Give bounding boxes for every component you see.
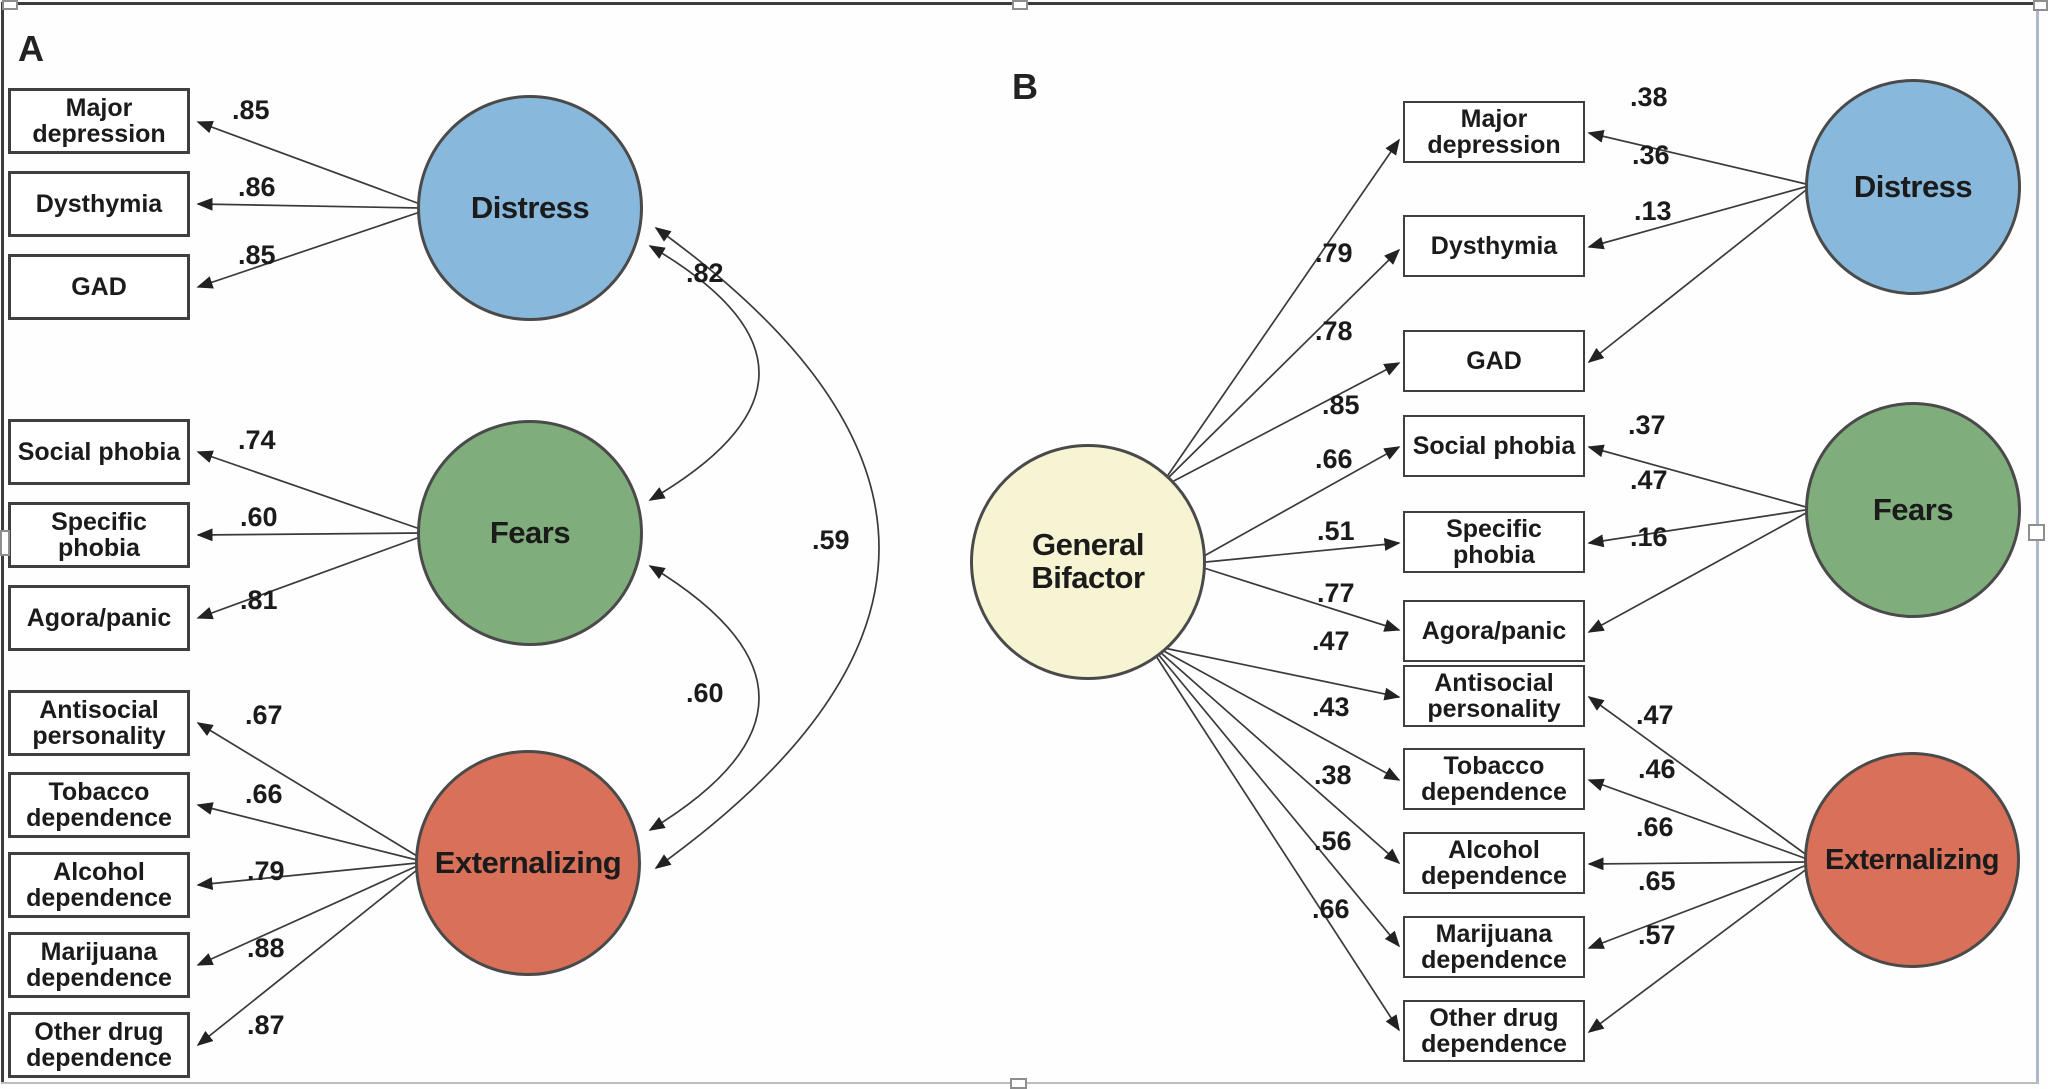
- factor-b-general-bifactor: General Bifactor: [970, 444, 1206, 680]
- factor-b-externalizing: Externalizing: [1804, 752, 2020, 968]
- sloading-specific-phobia: .47: [1630, 465, 1668, 495]
- loading-a-other-drug: .87: [247, 1010, 285, 1040]
- sloading-other-drug: .57: [1638, 920, 1676, 950]
- box-b-agora-panic: Agora/panic: [1403, 600, 1585, 662]
- loading-a-dysthymia: .86: [238, 172, 276, 202]
- sloading-major-depression: .38: [1630, 82, 1668, 112]
- selection-handle-left-middle[interactable]: [0, 530, 10, 556]
- gloading-tobacco: .43: [1312, 692, 1350, 722]
- gloading-social-phobia: .66: [1315, 444, 1353, 474]
- box-a-alcohol-dependence: Alcohol dependence: [8, 852, 190, 918]
- panel-b-specific-arrows: [1587, 130, 1809, 1033]
- box-b-dysthymia: Dysthymia: [1403, 215, 1585, 277]
- box-b-other-drug-dependence: Other drug dependence: [1403, 1000, 1585, 1062]
- panel-b-label: B: [1012, 66, 1038, 107]
- factor-a-fears: Fears: [417, 420, 643, 646]
- loading-a-alcohol: .79: [247, 856, 285, 886]
- gloading-specific-phobia: .51: [1317, 516, 1355, 546]
- box-b-tobacco-dependence: Tobacco dependence: [1403, 748, 1585, 810]
- box-a-antisocial-personality: Antisocial personality: [8, 690, 190, 756]
- correlation-distress-fears: .82: [686, 258, 724, 288]
- box-b-marijuana-dependence: Marijuana dependence: [1403, 916, 1585, 978]
- selection-handle-top-right[interactable]: [2033, 0, 2048, 11]
- gloading-major-depression: .79: [1315, 238, 1353, 268]
- panel-a-correlation-arcs: [648, 227, 880, 869]
- selection-border-right: [2036, 2, 2039, 1084]
- factor-a-externalizing: Externalizing: [415, 750, 641, 976]
- box-a-gad: GAD: [8, 254, 190, 320]
- gloading-other-drug: .66: [1312, 894, 1350, 924]
- panel-a-loading-arrows: [196, 120, 421, 1047]
- box-b-antisocial-personality: Antisocial personality: [1403, 665, 1585, 727]
- box-a-specific-phobia: Specific phobia: [8, 502, 190, 568]
- box-a-tobacco-dependence: Tobacco dependence: [8, 772, 190, 838]
- loading-a-specific-phobia: .60: [240, 502, 278, 532]
- box-b-specific-phobia: Specific phobia: [1403, 511, 1585, 573]
- box-a-dysthymia: Dysthymia: [8, 171, 190, 237]
- correlation-distress-externalizing: .59: [812, 525, 850, 555]
- box-a-social-phobia: Social phobia: [8, 419, 190, 485]
- selection-handle-top-left[interactable]: [2, 0, 18, 10]
- factor-b-distress: Distress: [1805, 79, 2021, 295]
- box-a-marijuana-dependence: Marijuana dependence: [8, 932, 190, 998]
- sloading-alcohol: .66: [1636, 812, 1674, 842]
- box-b-social-phobia: Social phobia: [1403, 415, 1585, 477]
- loading-a-social-phobia: .74: [238, 425, 276, 455]
- gloading-antisocial: .47: [1312, 626, 1350, 656]
- box-b-major-depression: Major depression: [1403, 101, 1585, 163]
- sloading-agora-panic: .16: [1630, 522, 1668, 552]
- sloading-marijuana: .65: [1638, 866, 1676, 896]
- box-a-other-drug-dependence: Other drug dependence: [8, 1012, 190, 1078]
- box-a-agora-panic: Agora/panic: [8, 585, 190, 651]
- gloading-marijuana: .56: [1314, 826, 1352, 856]
- box-b-gad: GAD: [1403, 330, 1585, 392]
- gloading-alcohol: .38: [1314, 760, 1352, 790]
- selection-handle-bottom-center[interactable]: [1010, 1078, 1027, 1089]
- factor-b-fears: Fears: [1805, 402, 2021, 618]
- loading-a-gad: .85: [238, 240, 276, 270]
- sloading-social-phobia: .37: [1628, 410, 1666, 440]
- general-bifactor-label: General Bifactor: [1031, 527, 1145, 595]
- box-a-major-depression: Major depression: [8, 88, 190, 154]
- panel-a-label: A: [18, 28, 44, 69]
- loading-a-agora-panic: .81: [240, 585, 278, 615]
- gloading-gad: .85: [1322, 390, 1360, 420]
- selection-handle-right-middle[interactable]: [2028, 524, 2045, 541]
- correlation-fears-externalizing: .60: [686, 678, 724, 708]
- loading-a-antisocial: .67: [245, 700, 283, 730]
- sloading-dysthymia: .36: [1632, 140, 1670, 170]
- sloading-tobacco: .46: [1638, 754, 1676, 784]
- sloading-antisocial: .47: [1636, 700, 1674, 730]
- gloading-agora-panic: .77: [1317, 578, 1355, 608]
- gloading-dysthymia: .78: [1315, 316, 1353, 346]
- panel-b-general-arrows: [1155, 138, 1401, 1032]
- loading-a-tobacco: .66: [245, 779, 283, 809]
- factor-a-distress: Distress: [417, 95, 643, 321]
- selection-handle-top-center[interactable]: [1012, 0, 1028, 10]
- sloading-gad: .13: [1634, 196, 1672, 226]
- loading-a-marijuana: .88: [247, 933, 285, 963]
- box-b-alcohol-dependence: Alcohol dependence: [1403, 832, 1585, 894]
- loading-a-major-depression: .85: [232, 95, 270, 125]
